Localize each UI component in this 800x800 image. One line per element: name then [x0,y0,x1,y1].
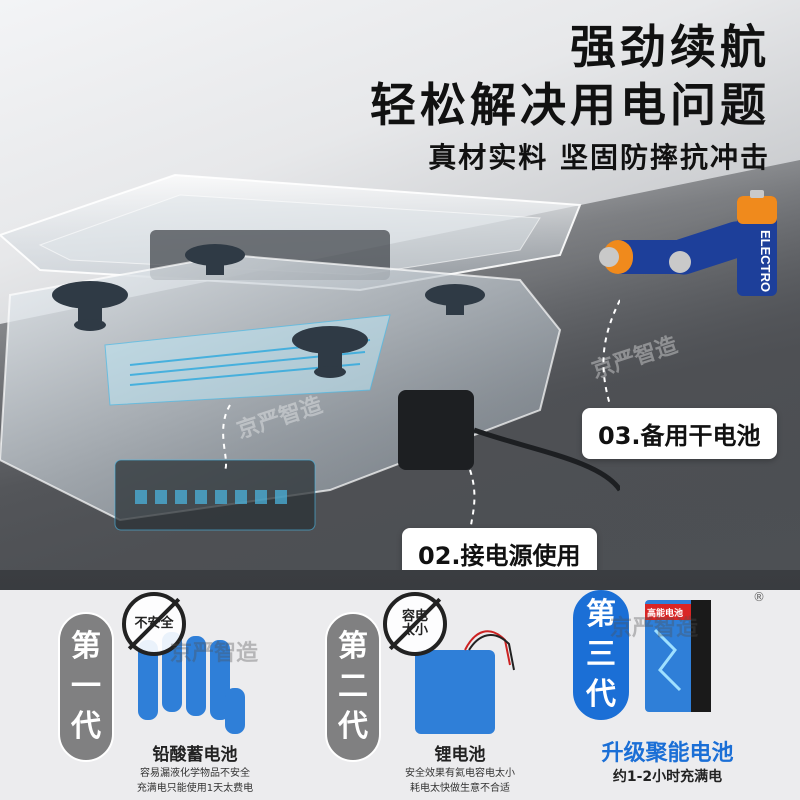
badge-line: 太小 [401,623,428,638]
lithium-pack [415,630,515,734]
generation-3-name: 升级聚能电池 [601,741,734,766]
battery-lying-2 [666,221,754,275]
low-capacity-badge: 容电 太小 [383,592,447,656]
gen-label-char: 第 [586,597,616,632]
suction-cups [52,244,485,378]
generation-2-note: 安全效果有氦电容电太小 耗电太快做生意不合适 [380,766,540,796]
headline-line-2: 轻松解决用电问题 [370,78,770,132]
gen-label-char: 代 [338,709,368,744]
upgraded-battery: 高能电池 [645,600,711,712]
lead-acid-cells [138,632,245,734]
generation-3-label: 第 三 代 [573,590,629,720]
generation-3: 第 三 代 高能电池 ® 京严智造 升级聚能电池 约1-2小时充满电 [535,590,800,800]
watermark: 京严智造 [170,641,259,666]
upgraded-battery-print: 高能电池 [647,607,683,618]
power-cable [473,427,620,492]
gen-label-char: 代 [586,677,616,712]
note-line: 约1-2小时充满电 [612,769,723,785]
generation-1-note: 容易漏液化学物品不安全 充满电只能使用1天太费电 [120,766,270,796]
note-line: 安全效果有氦电容电太小 [405,768,515,779]
battery-standing: ELECTRO [737,190,777,296]
generation-2-label: 第 二 代 [325,612,381,762]
guide-line-board [222,404,231,471]
unsafe-badge-text: 不安全 [134,616,174,631]
guide-line-power [469,469,476,536]
scale-illustration [0,173,620,536]
generation-2: 第 二 代 容电 太小 锂电池 安全效果有氦电容电太小 耗电太快做生意不合适 [265,590,535,800]
note-line: 容易漏液化学物品不安全 [140,768,250,779]
note-line: 充满电只能使用1天太费电 [136,783,254,794]
comparison-panel: 第 一 代 不安全 铅酸蓄电池 容易漏液化学物品不安全 充满电只能使用1天太费 [0,590,800,800]
generation-1-label: 第 一 代 [58,612,114,762]
gen-label-char: 代 [71,709,101,744]
callout-backup-battery: 03.备用干电池 [582,408,777,459]
gen-label-char: 第 [338,629,368,664]
power-adapter [398,390,474,470]
gen-label-char: 第 [71,629,101,664]
battery-cells [135,490,287,504]
headline-line-3: 真材实料 坚固防摔抗冲击 [428,141,770,174]
gen-label-char: 二 [338,669,368,704]
battery-print: ELECTRO [758,230,773,292]
registered-mark: ® [753,590,765,604]
badge-line: 容电 [401,609,428,624]
headline-line-1: 强劲续航 [570,20,770,74]
generation-3-note: 约1-2小时充满电 [535,770,800,785]
dry-batteries: ELECTRO [599,190,777,296]
generation-1-name: 铅酸蓄电池 [152,745,238,765]
note-line: 耗电太快做生意不合适 [410,783,510,794]
generation-1: 第 一 代 不安全 铅酸蓄电池 容易漏液化学物品不安全 充满电只能使用1天太费 [0,590,265,800]
headline: 强劲续航 轻松解决用电问题 真材实料 坚固防摔抗冲击 [370,18,770,178]
gen-label-char: 三 [586,637,616,672]
low-capacity-badge-text: 容电 太小 [402,610,428,638]
gen-label-char: 一 [71,669,101,704]
watermark: 京严智造 [610,616,699,641]
unsafe-badge: 不安全 [122,592,186,656]
guide-line-battery [602,299,620,406]
generation-2-name: 锂电池 [434,745,486,765]
